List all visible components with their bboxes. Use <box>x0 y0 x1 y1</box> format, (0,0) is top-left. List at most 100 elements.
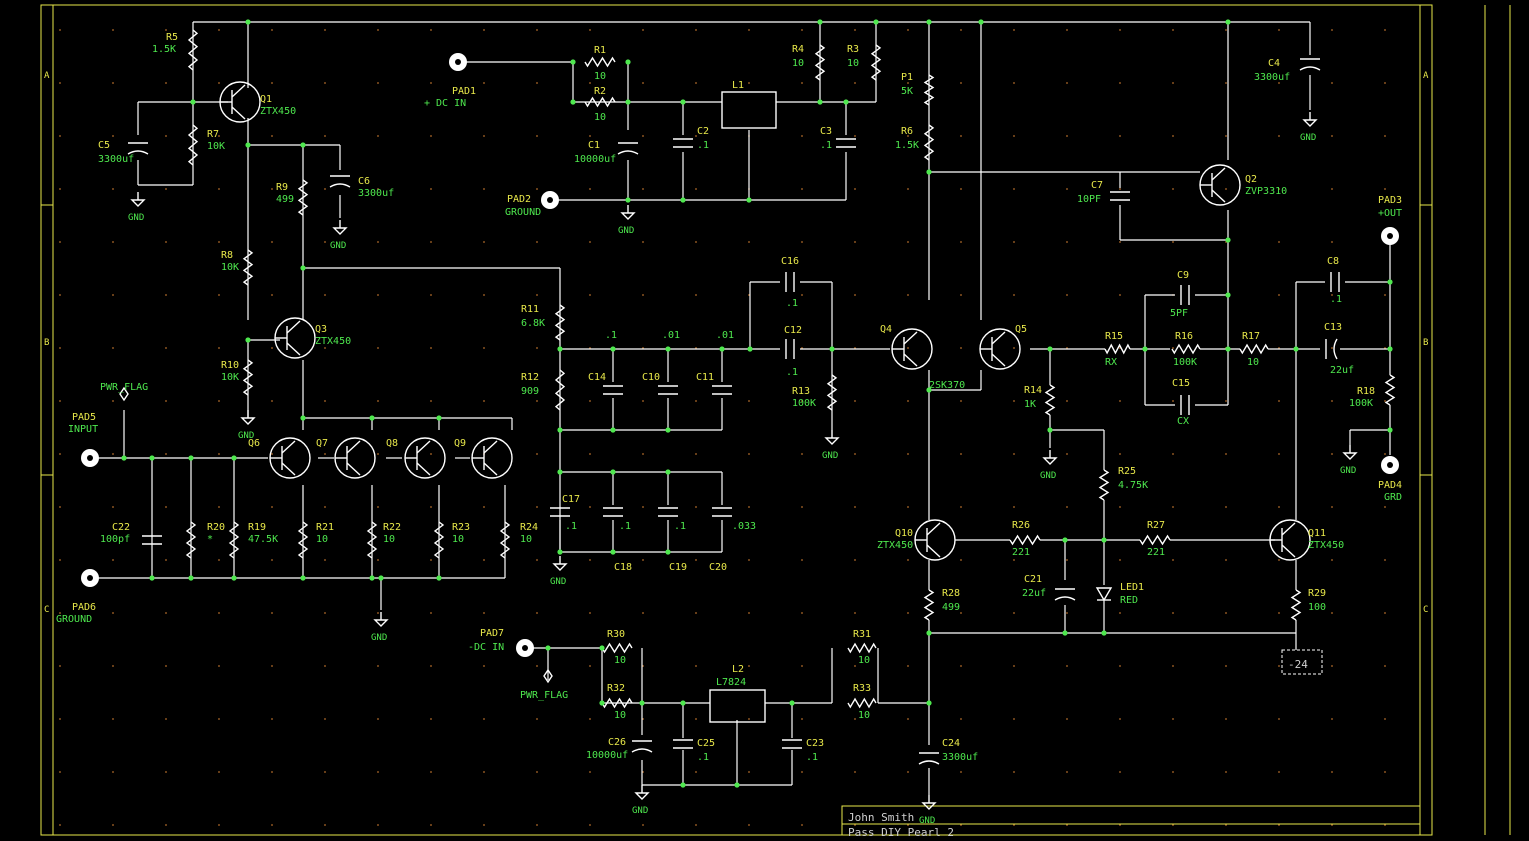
grid-dot <box>324 718 326 720</box>
gnd-label: GND <box>128 213 144 223</box>
gnd-label: GND <box>822 451 838 461</box>
r25-ref-label: R25 <box>1118 466 1136 477</box>
grid-dot <box>536 665 538 667</box>
pad5-value-label: INPUT <box>68 424 98 435</box>
grid-dot <box>165 771 167 773</box>
r25-symbol <box>1098 469 1110 501</box>
junction-dot <box>599 645 605 651</box>
grid-dot <box>1331 188 1333 190</box>
title-block-author: John Smith <box>848 811 914 824</box>
junction-dot <box>557 469 563 475</box>
c12-value-label: .1 <box>786 367 798 378</box>
c20-value-label: .033 <box>732 521 756 532</box>
l1-ref-label: L1 <box>732 80 744 91</box>
grid-dot <box>1013 400 1015 402</box>
r2-ref-label: R2 <box>594 86 606 97</box>
grid-dot <box>907 824 909 826</box>
c3-ref-label: C3 <box>820 126 832 137</box>
grid-dot <box>536 453 538 455</box>
grid-dot <box>801 771 803 773</box>
p1-value-label: 5K <box>901 86 913 97</box>
c1-value-label: 10000uf <box>574 154 616 165</box>
c11-ref-label: C11 <box>696 372 714 383</box>
gnd-label: GND <box>1340 466 1356 476</box>
grid-dot <box>801 453 803 455</box>
grid-dot <box>589 135 591 137</box>
grid-dot <box>218 82 220 84</box>
r7-symbol <box>187 124 199 166</box>
grid-dot <box>483 241 485 243</box>
junction-dot <box>121 455 127 461</box>
q11-ref-label: Q11 <box>1308 528 1326 539</box>
grid-dot <box>377 294 379 296</box>
c24-ref-label: C24 <box>942 738 960 749</box>
grid-dot <box>1278 29 1280 31</box>
ground-icon <box>552 556 568 571</box>
grid-dot <box>642 824 644 826</box>
grid-dot <box>589 400 591 402</box>
grid-dot <box>1119 718 1121 720</box>
grid-dot <box>59 559 61 561</box>
ground-icon <box>373 612 389 627</box>
grid-dot <box>695 188 697 190</box>
r26-ref-label: R26 <box>1012 520 1030 531</box>
c18-symbol <box>603 507 623 517</box>
r30-value-label: 10 <box>614 655 626 666</box>
junction-dot <box>665 469 671 475</box>
junction-dot <box>978 19 984 25</box>
grid-dot <box>695 29 697 31</box>
c9-ref-label: C9 <box>1177 270 1189 281</box>
grid-dot <box>324 824 326 826</box>
ground-icon <box>332 220 348 235</box>
c25-value-label: .1 <box>697 752 709 763</box>
grid-dot <box>112 294 114 296</box>
junction-dot <box>926 19 932 25</box>
grid-dot <box>430 506 432 508</box>
c18-ref-label: C18 <box>614 562 632 573</box>
led1-value-label: RED <box>1120 595 1138 606</box>
grid-dot <box>430 665 432 667</box>
c26-value-label: 10000uf <box>586 750 628 761</box>
r24-ref-label: R24 <box>520 522 538 533</box>
grid-dot <box>1013 718 1015 720</box>
grid-dot <box>536 294 538 296</box>
grid-dot <box>960 29 962 31</box>
grid-dot <box>695 506 697 508</box>
r11-value-label: 6.8K <box>521 318 545 329</box>
junction-dot <box>843 99 849 105</box>
grid-dot <box>748 771 750 773</box>
grid-dot <box>271 347 273 349</box>
grid-dot <box>430 824 432 826</box>
grid-dot <box>854 612 856 614</box>
r18-symbol <box>1384 374 1396 406</box>
junction-dot <box>1101 630 1107 636</box>
q3-ref-label: Q3 <box>315 324 327 335</box>
grid-dot <box>907 347 909 349</box>
r27-symbol <box>1139 534 1171 546</box>
grid-dot <box>960 771 962 773</box>
grid-dot <box>1172 241 1174 243</box>
r28-ref-label: R28 <box>942 588 960 599</box>
grid-dot <box>801 506 803 508</box>
q9-ref-label: Q9 <box>454 438 466 449</box>
grid-dot <box>1225 29 1227 31</box>
grid-dot <box>1119 665 1121 667</box>
r1-ref-label: R1 <box>594 45 606 56</box>
grid-dot <box>1331 400 1333 402</box>
junction-dot <box>1225 237 1231 243</box>
grid-dot <box>1066 771 1068 773</box>
grid-dot <box>1225 559 1227 561</box>
grid-dot <box>854 135 856 137</box>
grid-dot <box>1384 612 1386 614</box>
grid-dot <box>1225 665 1227 667</box>
grid-dot <box>430 347 432 349</box>
power-flag-icon <box>543 668 553 684</box>
grid-dot <box>218 665 220 667</box>
junction-dot <box>789 700 795 706</box>
grid-dot <box>1119 29 1121 31</box>
r29-symbol <box>1290 589 1302 621</box>
ground-icon <box>1342 445 1358 460</box>
ground-icon <box>1302 112 1318 127</box>
grid-dot <box>218 771 220 773</box>
junction-dot <box>378 575 384 581</box>
